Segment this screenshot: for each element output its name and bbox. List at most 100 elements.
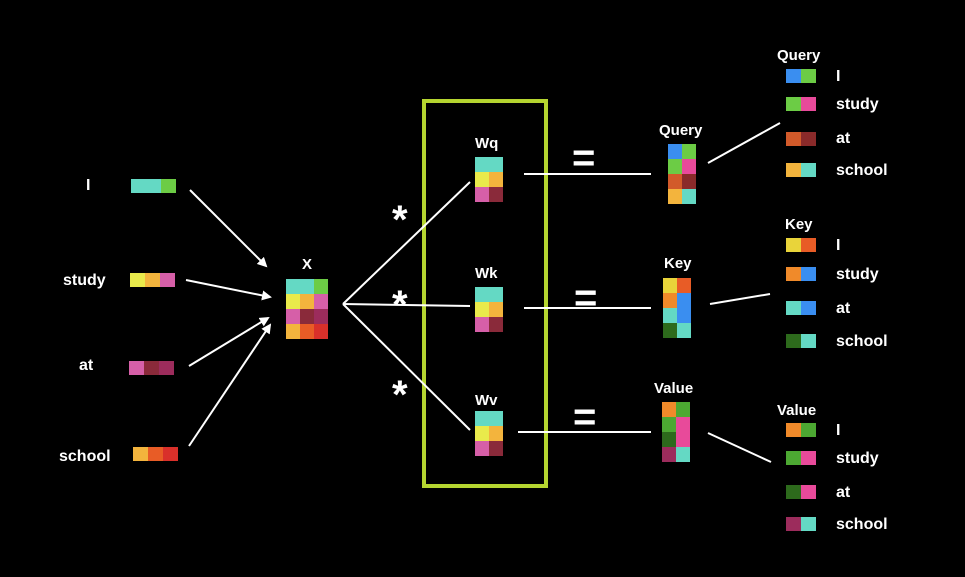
matrix-cell [662,447,676,462]
matrix-cell [801,238,816,252]
matrix-cell [489,441,503,456]
breakdown-vector [786,451,816,465]
key-breakdown-title: Key [785,216,813,233]
matrix-cell [801,163,816,177]
matrix-cell [489,187,503,202]
matrix-cell [801,69,816,83]
matrix-cell [300,294,314,309]
matrix-cell [682,159,696,174]
matrix-cell [786,517,801,531]
input-word-label: study [63,272,106,289]
matrix-cell [489,287,503,302]
input-word-label: I [86,177,91,194]
matrix-cell [668,144,682,159]
matrix-cell [133,447,148,461]
key-matrix-label: Key [664,255,692,272]
matrix-cell [475,426,489,441]
query-matrix [668,144,696,204]
matrix-cell [489,411,503,426]
matrix-cell [677,323,691,338]
equals-symbol: = [572,136,596,180]
multiply-symbol: * [392,283,408,327]
matrix-cell [682,144,696,159]
breakdown-word: at [836,300,851,317]
matrix-cell [129,361,144,375]
breakdown-word: at [836,130,851,147]
matrix-cell [786,334,801,348]
matrix-cell [801,451,816,465]
breakdown-word: school [836,333,888,350]
matrix-cell [801,301,816,315]
matrix-cell [786,163,801,177]
matrix-cell [286,294,300,309]
matrix-cell [286,309,300,324]
matrix-cell [668,174,682,189]
value-to-breakdown-line [707,432,772,463]
matrix-cell [801,423,816,437]
matrix-cell [663,293,677,308]
matrix-cell [676,417,690,432]
breakdown-vector [786,334,816,348]
x-to-wq-line [342,181,471,305]
matrix-cell [131,179,146,193]
input-arrow [188,316,270,367]
matrix-cell [475,157,489,172]
matrix-cell [160,273,175,287]
input-vector [133,447,178,461]
x-matrix [286,279,328,339]
query-breakdown-title: Query [777,47,821,64]
breakdown-vector [786,517,816,531]
input-word-label: school [59,448,111,465]
multiply-symbol: * [392,198,408,242]
matrix-cell [663,323,677,338]
matrix-cell [676,402,690,417]
matrix-cell [662,417,676,432]
matrix-cell [163,447,178,461]
matrix-cell [489,172,503,187]
matrix-cell [286,324,300,339]
value-matrix-label: Value [654,380,694,397]
matrix-cell [682,174,696,189]
matrix-cell [668,189,682,204]
matrix-cell [161,179,176,193]
matrix-cell [801,267,816,281]
breakdown-vector [786,301,816,315]
matrix-cell [489,426,503,441]
matrix-cell [489,317,503,332]
x-to-wk-line [342,303,471,307]
breakdown-word: I [836,237,841,254]
input-arrow [188,323,272,447]
breakdown-word: study [836,96,879,113]
value-breakdown-title: Value [777,402,817,419]
matrix-cell [145,273,160,287]
input-arrow [189,189,268,268]
breakdown-word: at [836,484,851,501]
wv-label: Wv [475,392,498,409]
matrix-cell [475,411,489,426]
weights-highlight-box [422,99,548,488]
matrix-cell [475,172,489,187]
wk-label: Wk [475,265,498,282]
matrix-cell [300,279,314,294]
matrix-cell [786,485,801,499]
matrix-cell [286,279,300,294]
input-vector [131,179,176,193]
matrix-cell [475,441,489,456]
key-to-breakdown-line [709,293,771,305]
input-arrow [185,279,272,301]
matrix-cell [314,324,328,339]
wv-matrix [475,411,503,456]
matrix-cell [662,432,676,447]
matrix-cell [130,273,145,287]
matrix-cell [662,402,676,417]
matrix-cell [677,308,691,323]
matrix-cell [677,278,691,293]
query-to-breakdown-line [707,122,781,164]
matrix-cell [475,302,489,317]
matrix-cell [159,361,174,375]
matrix-cell [475,287,489,302]
matrix-cell [786,267,801,281]
matrix-cell [786,238,801,252]
matrix-cell [786,301,801,315]
